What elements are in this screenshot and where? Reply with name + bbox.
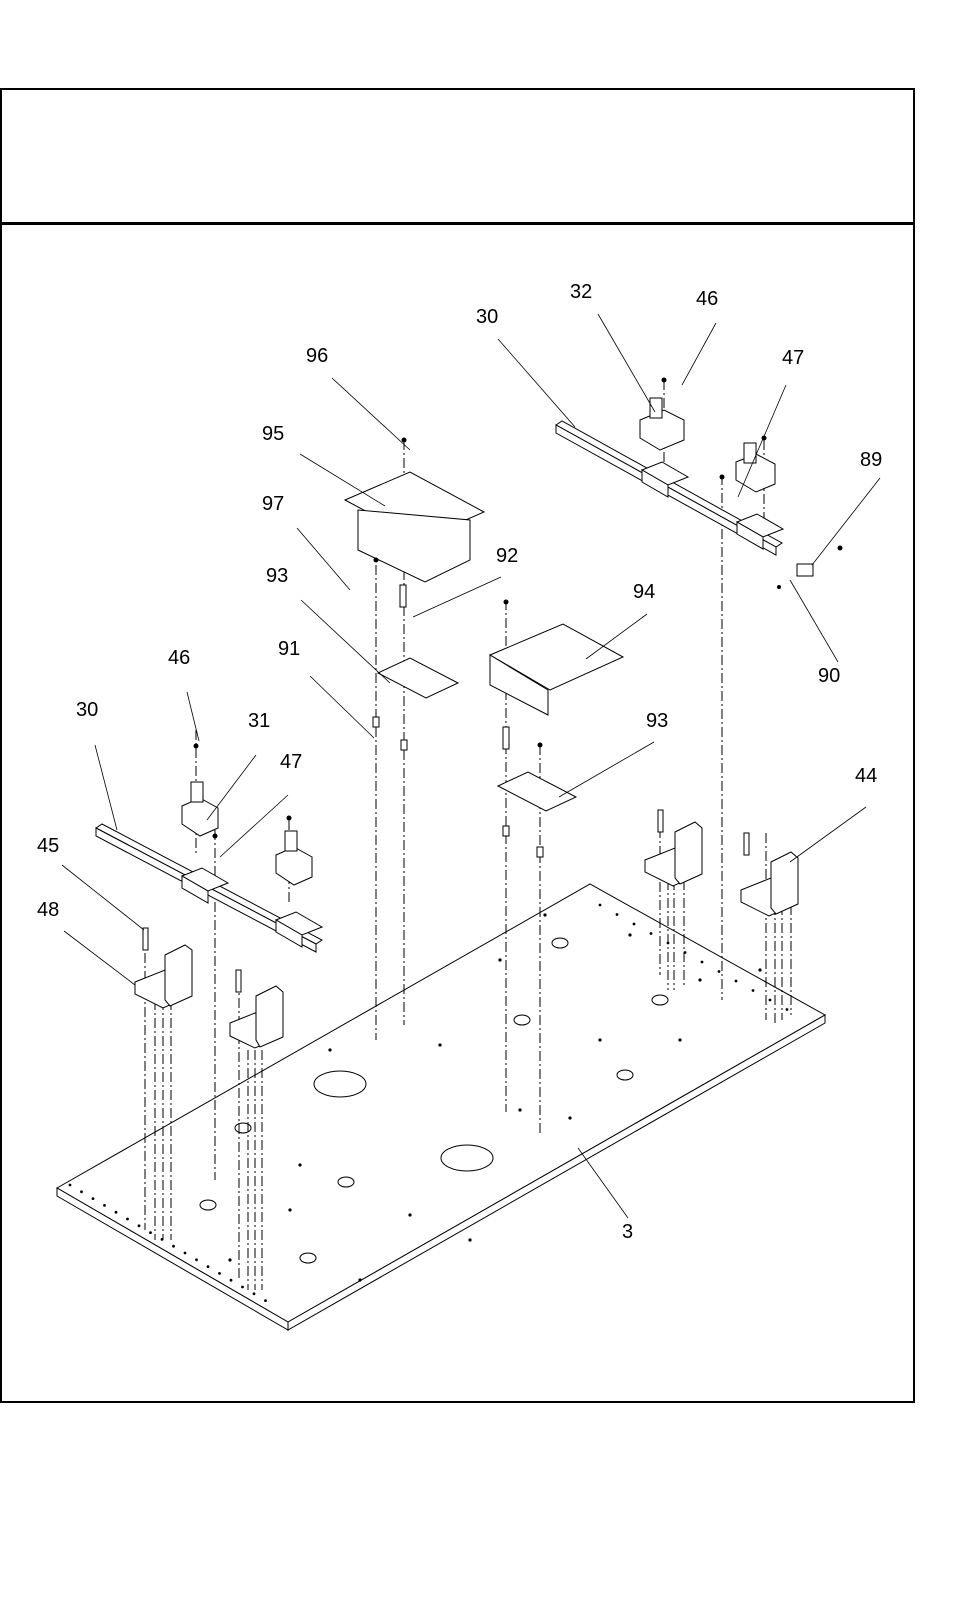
support-bracket-48: [134, 927, 193, 1009]
slider-bracket-upper-right: [735, 442, 776, 493]
fasteners: [193, 377, 843, 858]
plate-hole: [518, 1108, 522, 1112]
plate-hole: [328, 1048, 332, 1052]
plate-hole: [598, 1038, 602, 1042]
screw-45: [142, 927, 149, 951]
plate-hole: [649, 932, 653, 935]
callout-93: 93: [266, 565, 288, 587]
screw: [657, 809, 664, 833]
plate-hole: [408, 1213, 412, 1217]
plate-hole: [700, 960, 704, 964]
plate-hole: [68, 1183, 72, 1187]
callout-97: 97: [262, 493, 284, 515]
rail-lower: [95, 823, 324, 953]
standoff-92: [399, 584, 407, 608]
plate-hole: [678, 1038, 682, 1042]
plate-hole: [785, 1008, 789, 1011]
plate-hole: [768, 998, 772, 1002]
pcb-93-left: [376, 584, 460, 699]
plate-hole: [632, 922, 636, 926]
plate-hole: [126, 1217, 129, 1221]
plate-hole: [598, 903, 602, 907]
leader-lines: [61, 313, 881, 1219]
plate-hole: [264, 1299, 267, 1302]
callout-47: 47: [782, 347, 804, 369]
callout-92: 92: [496, 545, 518, 567]
plate-opening: [440, 1144, 494, 1172]
callout-30: 30: [76, 699, 98, 721]
callout-93: 93: [646, 710, 668, 732]
plate-hole: [717, 970, 721, 973]
callout-31: 31: [248, 710, 270, 732]
plate-hole: [183, 1251, 187, 1255]
callout-44: 44: [855, 765, 877, 787]
standoff: [502, 726, 510, 750]
plate-hole: [615, 913, 619, 916]
plate-hole: [288, 1208, 292, 1212]
plate-hole: [298, 1163, 302, 1167]
plate-hole: [252, 1292, 256, 1296]
screw: [743, 832, 750, 856]
plate-hole: [80, 1190, 83, 1194]
plate-hole: [241, 1285, 244, 1289]
callout-91: 91: [278, 638, 300, 660]
plate-hole: [218, 1272, 221, 1275]
callout-96: 96: [306, 345, 328, 367]
plate-hole: [468, 1238, 472, 1242]
screw: [235, 969, 242, 993]
plate-hole: [358, 1278, 362, 1282]
plate-hole: [206, 1265, 210, 1268]
plate-hole: [229, 1278, 233, 1282]
plate-hole: [137, 1224, 141, 1228]
callout-labels: 30 32 46 47 89 90 96 95 97 92 93 91 94 9…: [37, 281, 882, 1243]
plate-hole: [543, 913, 547, 917]
end-stop-89: [796, 563, 814, 577]
callout-89: 89: [860, 449, 882, 471]
drawing-frame: [0, 88, 915, 1403]
callout-45: 45: [37, 835, 59, 857]
callout-95: 95: [262, 423, 284, 445]
title-block: [2, 90, 913, 225]
base-plate: [55, 883, 827, 1331]
plate-hole: [498, 958, 502, 962]
cover-95: [343, 471, 486, 583]
plate-hole: [91, 1197, 95, 1200]
support-bracket-44: [740, 832, 799, 917]
plate-hole: [438, 1043, 442, 1047]
callout-90: 90: [818, 665, 840, 687]
callout-94: 94: [633, 581, 655, 603]
plate-hole: [172, 1244, 175, 1248]
slider-bracket-32: [639, 397, 685, 451]
plate-opening: [313, 1070, 367, 1098]
slider-bracket-lower-right: [275, 830, 313, 886]
callout-30: 30: [476, 306, 498, 328]
pcb-93-right: [496, 726, 578, 812]
plate-hole: [568, 1116, 572, 1120]
callout-3: 3: [622, 1221, 633, 1243]
plate-hole: [628, 933, 632, 937]
plate-hole: [751, 989, 755, 992]
plate-hole: [149, 1231, 152, 1234]
callout-46: 46: [168, 647, 190, 669]
plate-hole: [698, 978, 702, 982]
cover-94: [488, 623, 625, 716]
plate-hole: [734, 979, 738, 983]
plate-hole: [103, 1204, 106, 1207]
plate-hole: [114, 1210, 118, 1214]
slider-bracket-31: [181, 781, 219, 837]
plate-hole: [228, 1258, 232, 1262]
support-bracket-left-2: [229, 969, 284, 1049]
callout-48: 48: [37, 899, 59, 921]
plate-hole: [758, 968, 762, 972]
plate-hole: [195, 1258, 198, 1262]
support-bracket-right-1: [644, 809, 703, 887]
callout-46: 46: [696, 288, 718, 310]
callout-32: 32: [570, 281, 592, 303]
callout-47: 47: [280, 751, 302, 773]
rail-upper: [555, 420, 785, 556]
